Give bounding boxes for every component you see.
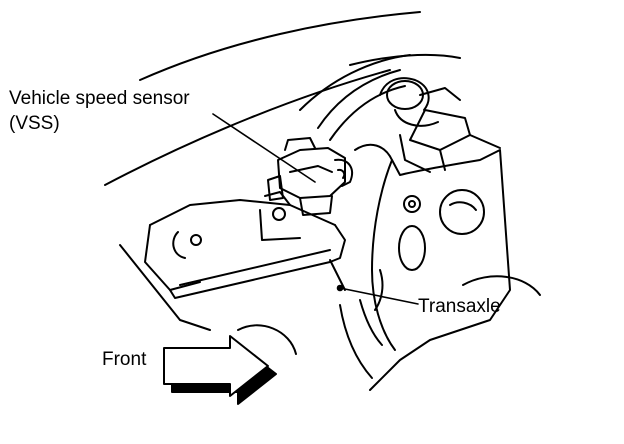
transaxle-label: Transaxle bbox=[418, 296, 501, 317]
front-label: Front bbox=[102, 349, 147, 370]
vss-abbreviation-label: (VSS) bbox=[9, 113, 60, 134]
leader-lines bbox=[212, 113, 419, 305]
speed-sensor-drawing bbox=[267, 137, 354, 216]
wheel-arc bbox=[237, 324, 297, 355]
body-panel-lines bbox=[104, 11, 461, 186]
vehicle-speed-sensor-label: Vehicle speed sensor bbox=[9, 88, 190, 109]
engine-bracket bbox=[119, 191, 346, 331]
transaxle-housing bbox=[339, 143, 541, 391]
right-arrow-icon bbox=[163, 335, 277, 405]
hose-assembly bbox=[379, 77, 501, 173]
